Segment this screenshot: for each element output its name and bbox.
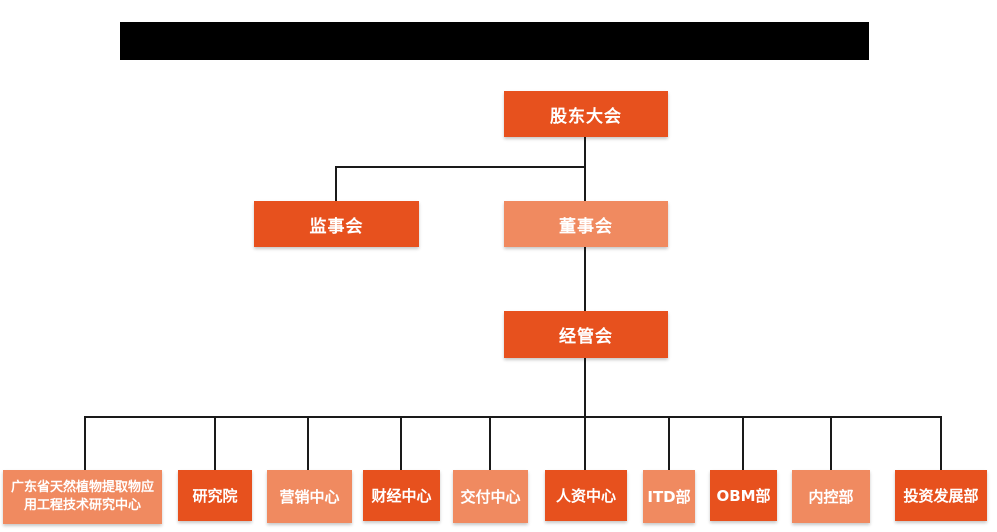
- node-shareholders-meeting: 股东大会: [504, 91, 668, 137]
- connector-line: [830, 416, 832, 470]
- connector-line: [307, 416, 309, 470]
- connector-line: [940, 416, 942, 470]
- node-internal-control-department: 内控部: [792, 470, 870, 523]
- node-label: 监事会: [309, 216, 364, 237]
- node-supervisory-board: 监事会: [254, 201, 419, 247]
- node-label: 人资中心: [555, 487, 616, 505]
- connector-line: [489, 416, 491, 470]
- connector-line: [335, 166, 337, 201]
- connector-line: [668, 416, 670, 470]
- node-label: 广东省天然植物提取物应用工程技术研究中心: [10, 480, 154, 513]
- node-label: ITD部: [647, 488, 691, 506]
- connector-line: [214, 416, 216, 470]
- node-label: 投资发展部: [903, 487, 979, 505]
- node-label: 交付中心: [460, 488, 521, 506]
- node-label: 股东大会: [550, 106, 622, 127]
- node-research-institute: 研究院: [178, 470, 252, 521]
- node-investment-development-department: 投资发展部: [895, 470, 987, 521]
- node-finance-center: 财经中心: [363, 470, 440, 521]
- node-guangdong-plant-extract-research-center: 广东省天然植物提取物应用工程技术研究中心: [3, 470, 162, 524]
- node-label: OBM部: [716, 487, 771, 505]
- connector-line: [400, 416, 402, 470]
- connector-line: [84, 416, 942, 418]
- node-obm-department: OBM部: [710, 470, 777, 521]
- node-marketing-center: 营销中心: [267, 470, 352, 523]
- node-label: 营销中心: [279, 488, 340, 506]
- redacted-title-bar: [120, 22, 869, 60]
- connector-line: [742, 416, 744, 470]
- connector-line: [335, 166, 586, 168]
- node-board-of-directors: 董事会: [504, 201, 668, 247]
- connector-line: [584, 137, 586, 201]
- node-delivery-center: 交付中心: [453, 470, 528, 523]
- connector-line: [584, 247, 586, 311]
- node-label: 研究院: [192, 487, 238, 505]
- connector-line: [84, 416, 86, 470]
- node-label: 财经中心: [371, 487, 432, 505]
- node-label: 经管会: [559, 327, 613, 347]
- node-management-committee: 经管会: [504, 311, 668, 358]
- node-label: 内控部: [808, 488, 854, 506]
- connector-line: [584, 358, 586, 470]
- node-itd-department: ITD部: [643, 470, 695, 523]
- node-label: 董事会: [559, 216, 613, 237]
- node-hr-center: 人资中心: [545, 470, 627, 521]
